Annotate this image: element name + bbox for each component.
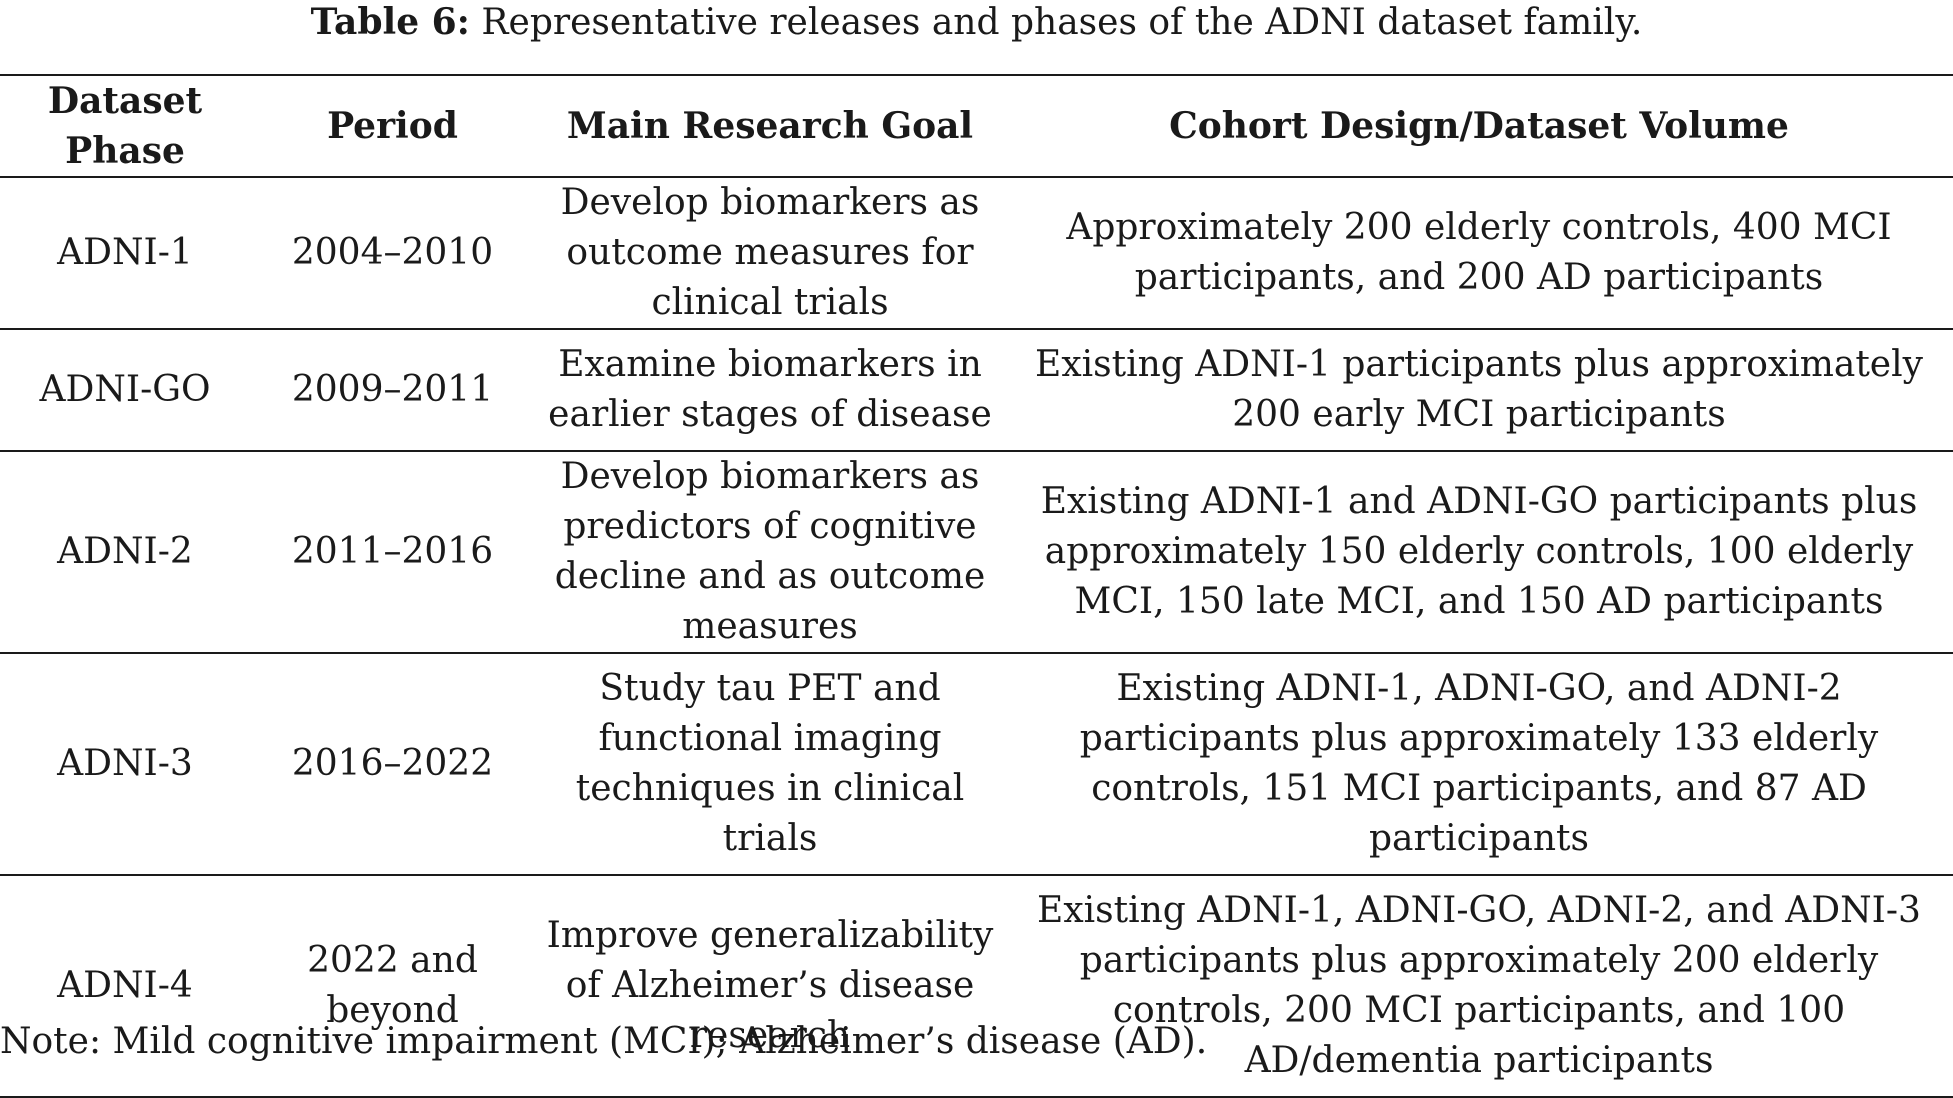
table-caption: Table 6: Representative releases and pha… [0, 0, 1953, 45]
header-cohort-design: Cohort Design/Dataset Volume [1005, 74, 1953, 178]
table-caption-text: Representative releases and phases of th… [481, 2, 1643, 43]
cell-cohort: Existing ADNI-1 participants plus approx… [1005, 329, 1953, 452]
table-note: Note: Mild cognitive impairment (MCI); A… [0, 1021, 1208, 1062]
cell-phase: ADNI-1 [0, 177, 250, 330]
cell-phase: ADNI-2 [0, 451, 250, 654]
adni-phases-table: Dataset Phase Period Main Research Goal … [0, 74, 1953, 1098]
cell-period: 2004–2010 [250, 177, 535, 330]
cell-period: 2022 and beyond [250, 875, 535, 1098]
cell-cohort: Existing ADNI-1 and ADNI-GO participants… [1005, 451, 1953, 654]
cell-goal: Develop biomarkers as outcome measures f… [535, 177, 1005, 330]
table-row: ADNI-4 2022 and beyond Improve generaliz… [0, 875, 1953, 1098]
header-main-research-goal: Main Research Goal [535, 74, 1005, 178]
table-row: ADNI-1 2004–2010 Develop biomarkers as o… [0, 177, 1953, 330]
cell-period: 2011–2016 [250, 451, 535, 654]
cell-cohort: Existing ADNI-1, ADNI-GO, and ADNI-2 par… [1005, 653, 1953, 876]
cell-goal: Improve generalizability of Alzheimer’s … [535, 875, 1005, 1098]
table-row: ADNI-3 2016–2022 Study tau PET and funct… [0, 653, 1953, 876]
cell-goal: Study tau PET and functional imaging tec… [535, 653, 1005, 876]
cell-phase: ADNI-3 [0, 653, 250, 876]
cell-goal: Develop biomarkers as predictors of cogn… [535, 451, 1005, 654]
cell-cohort: Approximately 200 elderly controls, 400 … [1005, 177, 1953, 330]
table-row: ADNI-2 2011–2016 Develop biomarkers as p… [0, 451, 1953, 654]
header-dataset-phase: Dataset Phase [0, 74, 250, 178]
cell-period: 2016–2022 [250, 653, 535, 876]
cell-cohort: Existing ADNI-1, ADNI-GO, ADNI-2, and AD… [1005, 875, 1953, 1098]
table-caption-label: Table 6: [310, 1, 470, 43]
header-period: Period [250, 74, 535, 178]
table-header-row: Dataset Phase Period Main Research Goal … [0, 74, 1953, 178]
cell-period: 2009–2011 [250, 329, 535, 452]
table-row: ADNI-GO 2009–2011 Examine biomarkers in … [0, 329, 1953, 452]
cell-phase: ADNI-4 [0, 875, 250, 1098]
cell-goal: Examine biomarkers in earlier stages of … [535, 329, 1005, 452]
cell-phase: ADNI-GO [0, 329, 250, 452]
